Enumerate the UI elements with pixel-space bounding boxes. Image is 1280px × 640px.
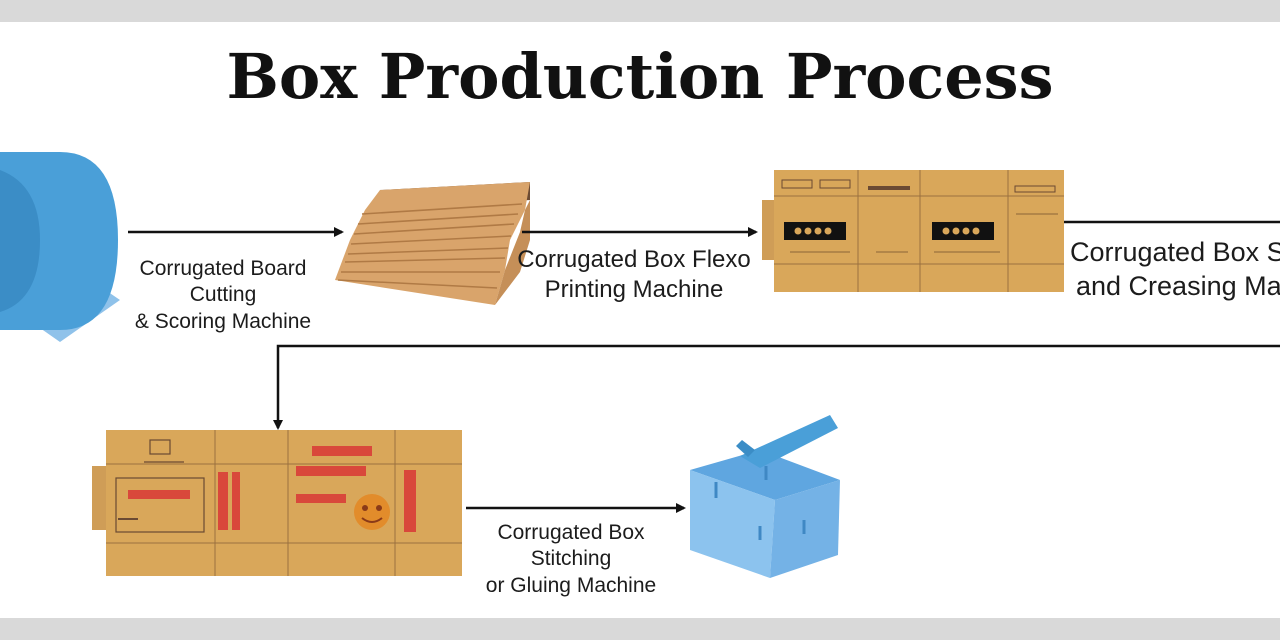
finished-box-image (690, 415, 840, 578)
slotted-blank-image (92, 430, 462, 576)
board-stack-image (335, 182, 530, 305)
step-label-stitching-gluing: Corrugated Box Stitching or Gluing Machi… (485, 521, 657, 597)
arrow-slotting-to-stitching (273, 344, 1280, 430)
paper-roll-image (0, 152, 120, 342)
step-label-flexo-printing: Corrugated Box Flexo Printing Machine (517, 246, 751, 303)
step-label-slotting-creasing: Corrugated Box Sl and Creasing Mac (1070, 237, 1280, 301)
page-title: Box Production Process (226, 40, 1054, 113)
flow-arrows (128, 220, 1280, 513)
printed-blank-image (762, 170, 1064, 292)
step-label-cutting-scoring: Corrugated Board Cutting & Scoring Machi… (134, 257, 312, 333)
